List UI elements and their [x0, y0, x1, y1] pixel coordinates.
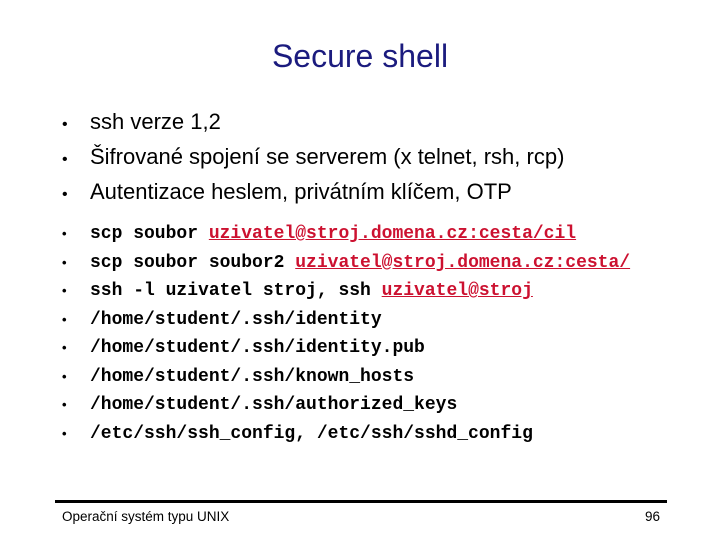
path-text: /home/student/.ssh/identity [90, 309, 382, 330]
bullet-item-label: Autentizace heslem, privátním klíčem, OT… [90, 179, 512, 204]
bullet-item: • Šifrované spojení se serverem (x telne… [62, 141, 692, 176]
command-text: scp soubor uzivatel@stroj.domena.cz:cest… [90, 220, 576, 249]
command-prefix: scp soubor [90, 224, 209, 244]
path-text: /home/student/.ssh/known_hosts [90, 366, 415, 387]
bullet-icon: • [62, 254, 67, 270]
bullet-item-label: ssh verze 1,2 [90, 109, 221, 134]
command-list: • scp soubor uzivatel@stroj.domena.cz:ce… [62, 220, 692, 448]
bullet-icon: • [62, 186, 68, 203]
command-text: ssh -l uzivatel stroj, ssh uzivatel@stro… [90, 277, 533, 306]
bullet-icon: • [62, 151, 68, 168]
path-item: • /home/student/.ssh/identity [62, 306, 692, 335]
path-item: • /etc/ssh/ssh_config, /etc/ssh/sshd_con… [62, 420, 692, 449]
bullet-icon: • [62, 397, 67, 412]
bullet-icon: • [62, 116, 68, 133]
bullet-icon: • [62, 311, 67, 327]
page-title: Secure shell [271, 38, 449, 74]
path-item: • /home/student/.ssh/identity.pub [62, 334, 692, 363]
command-text: scp soubor soubor2 uzivatel@stroj.domena… [90, 249, 630, 278]
bullet-item: • Autentizace heslem, privátním klíčem, … [62, 176, 692, 211]
command-item: • scp soubor soubor2 uzivatel@stroj.dome… [62, 249, 692, 278]
bullet-list: • ssh verze 1,2 • Šifrované spojení se s… [62, 106, 692, 448]
bullet-icon: • [62, 425, 67, 441]
page-number: 96 [644, 509, 660, 524]
bullet-icon: • [62, 340, 67, 355]
command-prefix: ssh -l uzivatel stroj, ssh [90, 281, 382, 301]
ssh-target-link[interactable]: uzivatel@stroj [381, 281, 533, 301]
bullet-icon: • [62, 368, 67, 384]
path-item: • /home/student/.ssh/known_hosts [62, 363, 692, 392]
path-item: • /home/student/.ssh/authorized_keys [62, 391, 692, 420]
path-text: /etc/ssh/ssh_config, /etc/ssh/sshd_confi… [90, 423, 533, 444]
path-text: /home/student/.ssh/identity.pub [90, 338, 425, 358]
bullet-icon: • [62, 283, 67, 298]
ssh-target-link[interactable]: uzivatel@stroj.domena.cz:cesta/cil [208, 224, 577, 244]
bullet-icon: • [62, 226, 67, 241]
command-prefix: scp soubor soubor2 [90, 252, 296, 273]
command-item: • scp soubor uzivatel@stroj.domena.cz:ce… [62, 220, 692, 249]
command-item: • ssh -l uzivatel stroj, ssh uzivatel@st… [62, 277, 692, 306]
bullet-item: • ssh verze 1,2 [62, 106, 692, 141]
bullet-item-label: Šifrované spojení se serverem (x telnet,… [90, 144, 565, 169]
footer-divider [55, 500, 667, 503]
ssh-target-link[interactable]: uzivatel@stroj.domena.cz:cesta/ [295, 252, 631, 273]
footer-title: Operační systém typu UNIX [62, 509, 230, 524]
path-text: /home/student/.ssh/authorized_keys [90, 395, 458, 415]
